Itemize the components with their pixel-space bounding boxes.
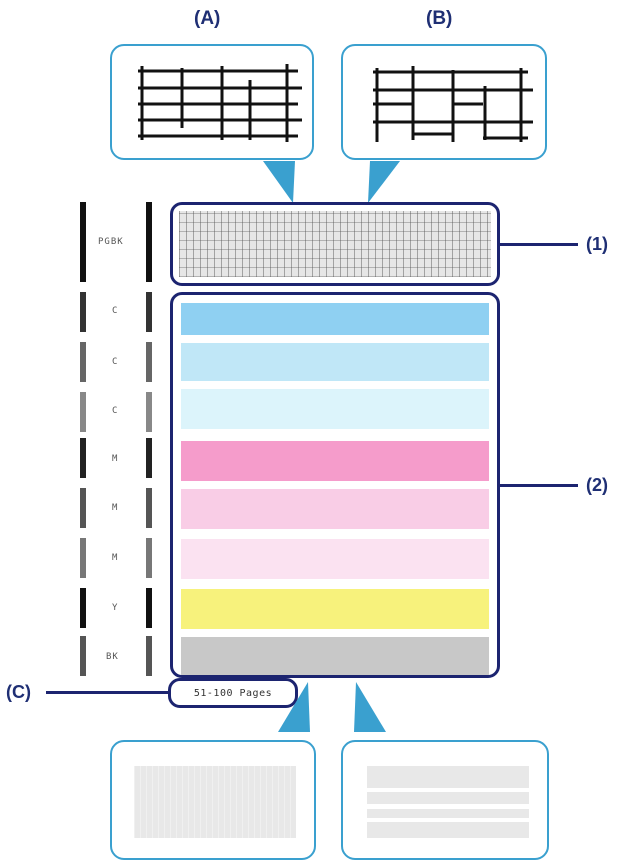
label-m2: M	[112, 503, 119, 513]
leader-line-1	[498, 243, 578, 246]
color-pattern-box	[170, 292, 500, 678]
callout-box-bottom-right	[341, 740, 549, 860]
streak-1	[367, 788, 529, 792]
bar-y-left	[80, 588, 86, 628]
callout-box-b	[341, 44, 547, 160]
grid-sample-a	[138, 64, 302, 142]
bar-c3-left	[80, 392, 86, 432]
bar-c2-right	[146, 342, 152, 382]
pointer-a	[263, 161, 295, 203]
bar-m1-left	[80, 438, 86, 478]
bar-pgbk-right	[146, 202, 152, 282]
leader-line-c	[46, 691, 170, 694]
label-m1: M	[112, 454, 119, 464]
pgbk-grid-pattern	[179, 211, 491, 277]
bar-y-right	[146, 588, 152, 628]
label-c3: C	[112, 406, 119, 416]
label-m3: M	[112, 553, 119, 563]
bar-c2-left	[80, 342, 86, 382]
pages-box: 51-100 Pages	[168, 678, 298, 708]
label-bk: BK	[106, 652, 119, 662]
callout-box-bottom-left	[110, 740, 316, 860]
bar-bk-left	[80, 636, 86, 676]
label-pgbk: PGBK	[98, 237, 124, 247]
label-a: (A)	[194, 8, 221, 29]
label-c: (C)	[6, 682, 31, 702]
label-2: (2)	[586, 475, 608, 495]
pgbk-pattern-box	[170, 202, 500, 286]
bar-m2-right	[146, 488, 152, 528]
band-magenta-2	[181, 489, 489, 529]
bar-bk-right	[146, 636, 152, 676]
bar-c1-left	[80, 292, 86, 332]
band-cyan-1	[181, 303, 489, 335]
bar-m1-right	[146, 438, 152, 478]
streaked-sample	[367, 766, 529, 838]
pointer-b	[368, 161, 400, 203]
bar-m3-left	[80, 538, 86, 578]
label-c2: C	[112, 357, 119, 367]
callout-box-a	[110, 44, 314, 160]
bar-c3-right	[146, 392, 152, 432]
band-magenta-1	[181, 441, 489, 481]
streak-3	[367, 818, 529, 822]
bar-c1-right	[146, 292, 152, 332]
band-cyan-2	[181, 343, 489, 381]
pages-text: 51-100 Pages	[193, 687, 273, 699]
label-b: (B)	[426, 8, 453, 29]
bar-m3-right	[146, 538, 152, 578]
bar-pgbk-left	[80, 202, 86, 282]
pointer-bottom-right	[354, 682, 386, 732]
label-c1: C	[112, 306, 119, 316]
label-1: (1)	[586, 234, 608, 254]
pointer-bottom-left	[278, 682, 310, 732]
band-yellow	[181, 589, 489, 629]
grid-sample-b	[373, 66, 533, 142]
streak-2	[367, 804, 529, 809]
leader-line-2	[498, 484, 578, 487]
label-y: Y	[112, 603, 119, 613]
uniform-sample	[134, 766, 296, 838]
band-magenta-3	[181, 539, 489, 579]
band-cyan-3	[181, 389, 489, 429]
bar-m2-left	[80, 488, 86, 528]
band-black	[181, 637, 489, 675]
